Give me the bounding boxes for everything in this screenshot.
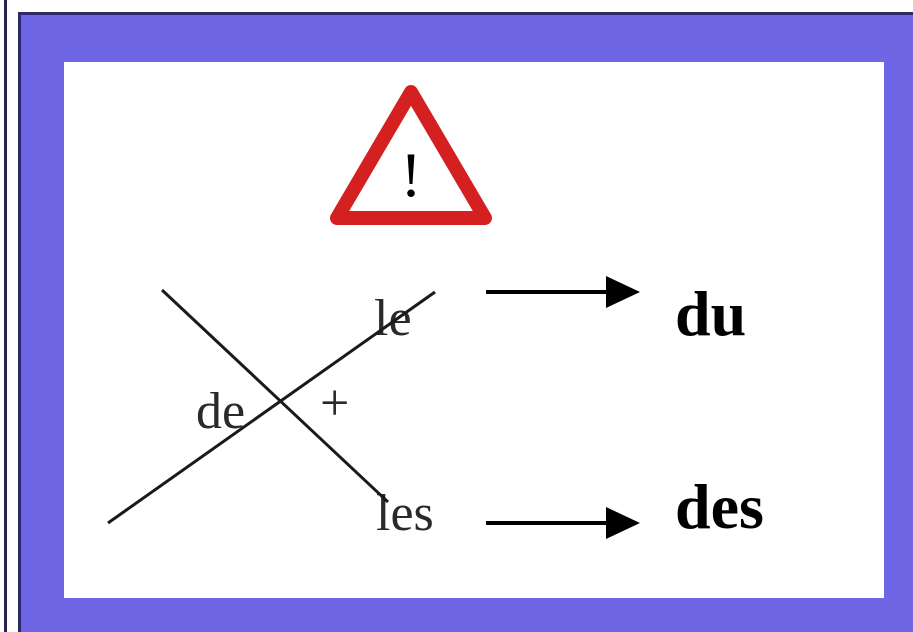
left-divider-line	[4, 0, 7, 632]
arrow-to-du	[486, 276, 640, 308]
content-panel	[64, 62, 884, 598]
word-le: le	[374, 290, 412, 347]
result-du: du	[675, 278, 746, 349]
left-edge	[0, 0, 14, 632]
arrow-to-des	[486, 507, 640, 539]
result-des: des	[675, 471, 764, 542]
warning-triangle-icon: !	[330, 85, 492, 225]
cross-out-line-2	[107, 290, 436, 525]
cross-out-line-1	[160, 288, 390, 504]
warning-exclamation: !	[400, 139, 421, 210]
plus-sign: +	[320, 375, 349, 432]
word-les: les	[376, 485, 434, 542]
